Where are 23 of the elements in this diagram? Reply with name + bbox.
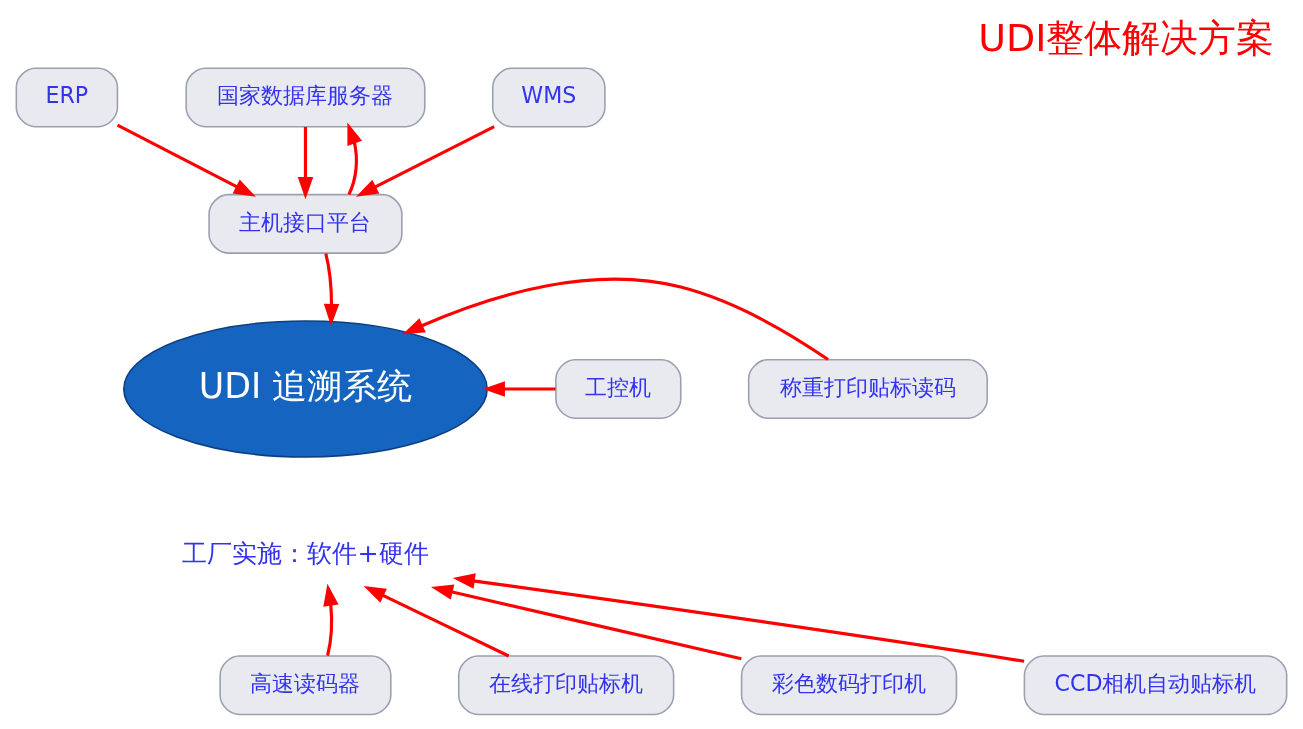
node-box: 国家数据库服务器: [185, 67, 426, 128]
arrow: [402, 277, 829, 361]
diagram-title: UDI整体解决方案: [978, 16, 1275, 61]
arrow: [323, 253, 340, 326]
node-box: 高速读码器: [219, 655, 392, 716]
arrow: [363, 586, 510, 658]
node-box: 在线打印贴标机: [457, 655, 675, 716]
node-box: 称重打印贴标读码: [747, 358, 989, 419]
node-box: CCD相机自动贴标机: [1023, 655, 1288, 716]
arrow: [452, 573, 1025, 663]
arrow: [431, 584, 742, 661]
node-box: 工控机: [555, 358, 682, 419]
node-box: ERP: [15, 67, 119, 128]
arrow: [116, 123, 256, 197]
node-box: 主机接口平台: [208, 193, 403, 254]
arrow: [323, 583, 339, 657]
arrow: [297, 127, 314, 200]
arrow: [347, 122, 363, 196]
node-box: WMS: [491, 67, 606, 128]
arrow: [356, 125, 495, 197]
arrow: [482, 381, 556, 397]
node-box: 彩色数码打印机: [740, 655, 958, 716]
node-text: 工厂实施：软件+硬件: [182, 539, 429, 569]
